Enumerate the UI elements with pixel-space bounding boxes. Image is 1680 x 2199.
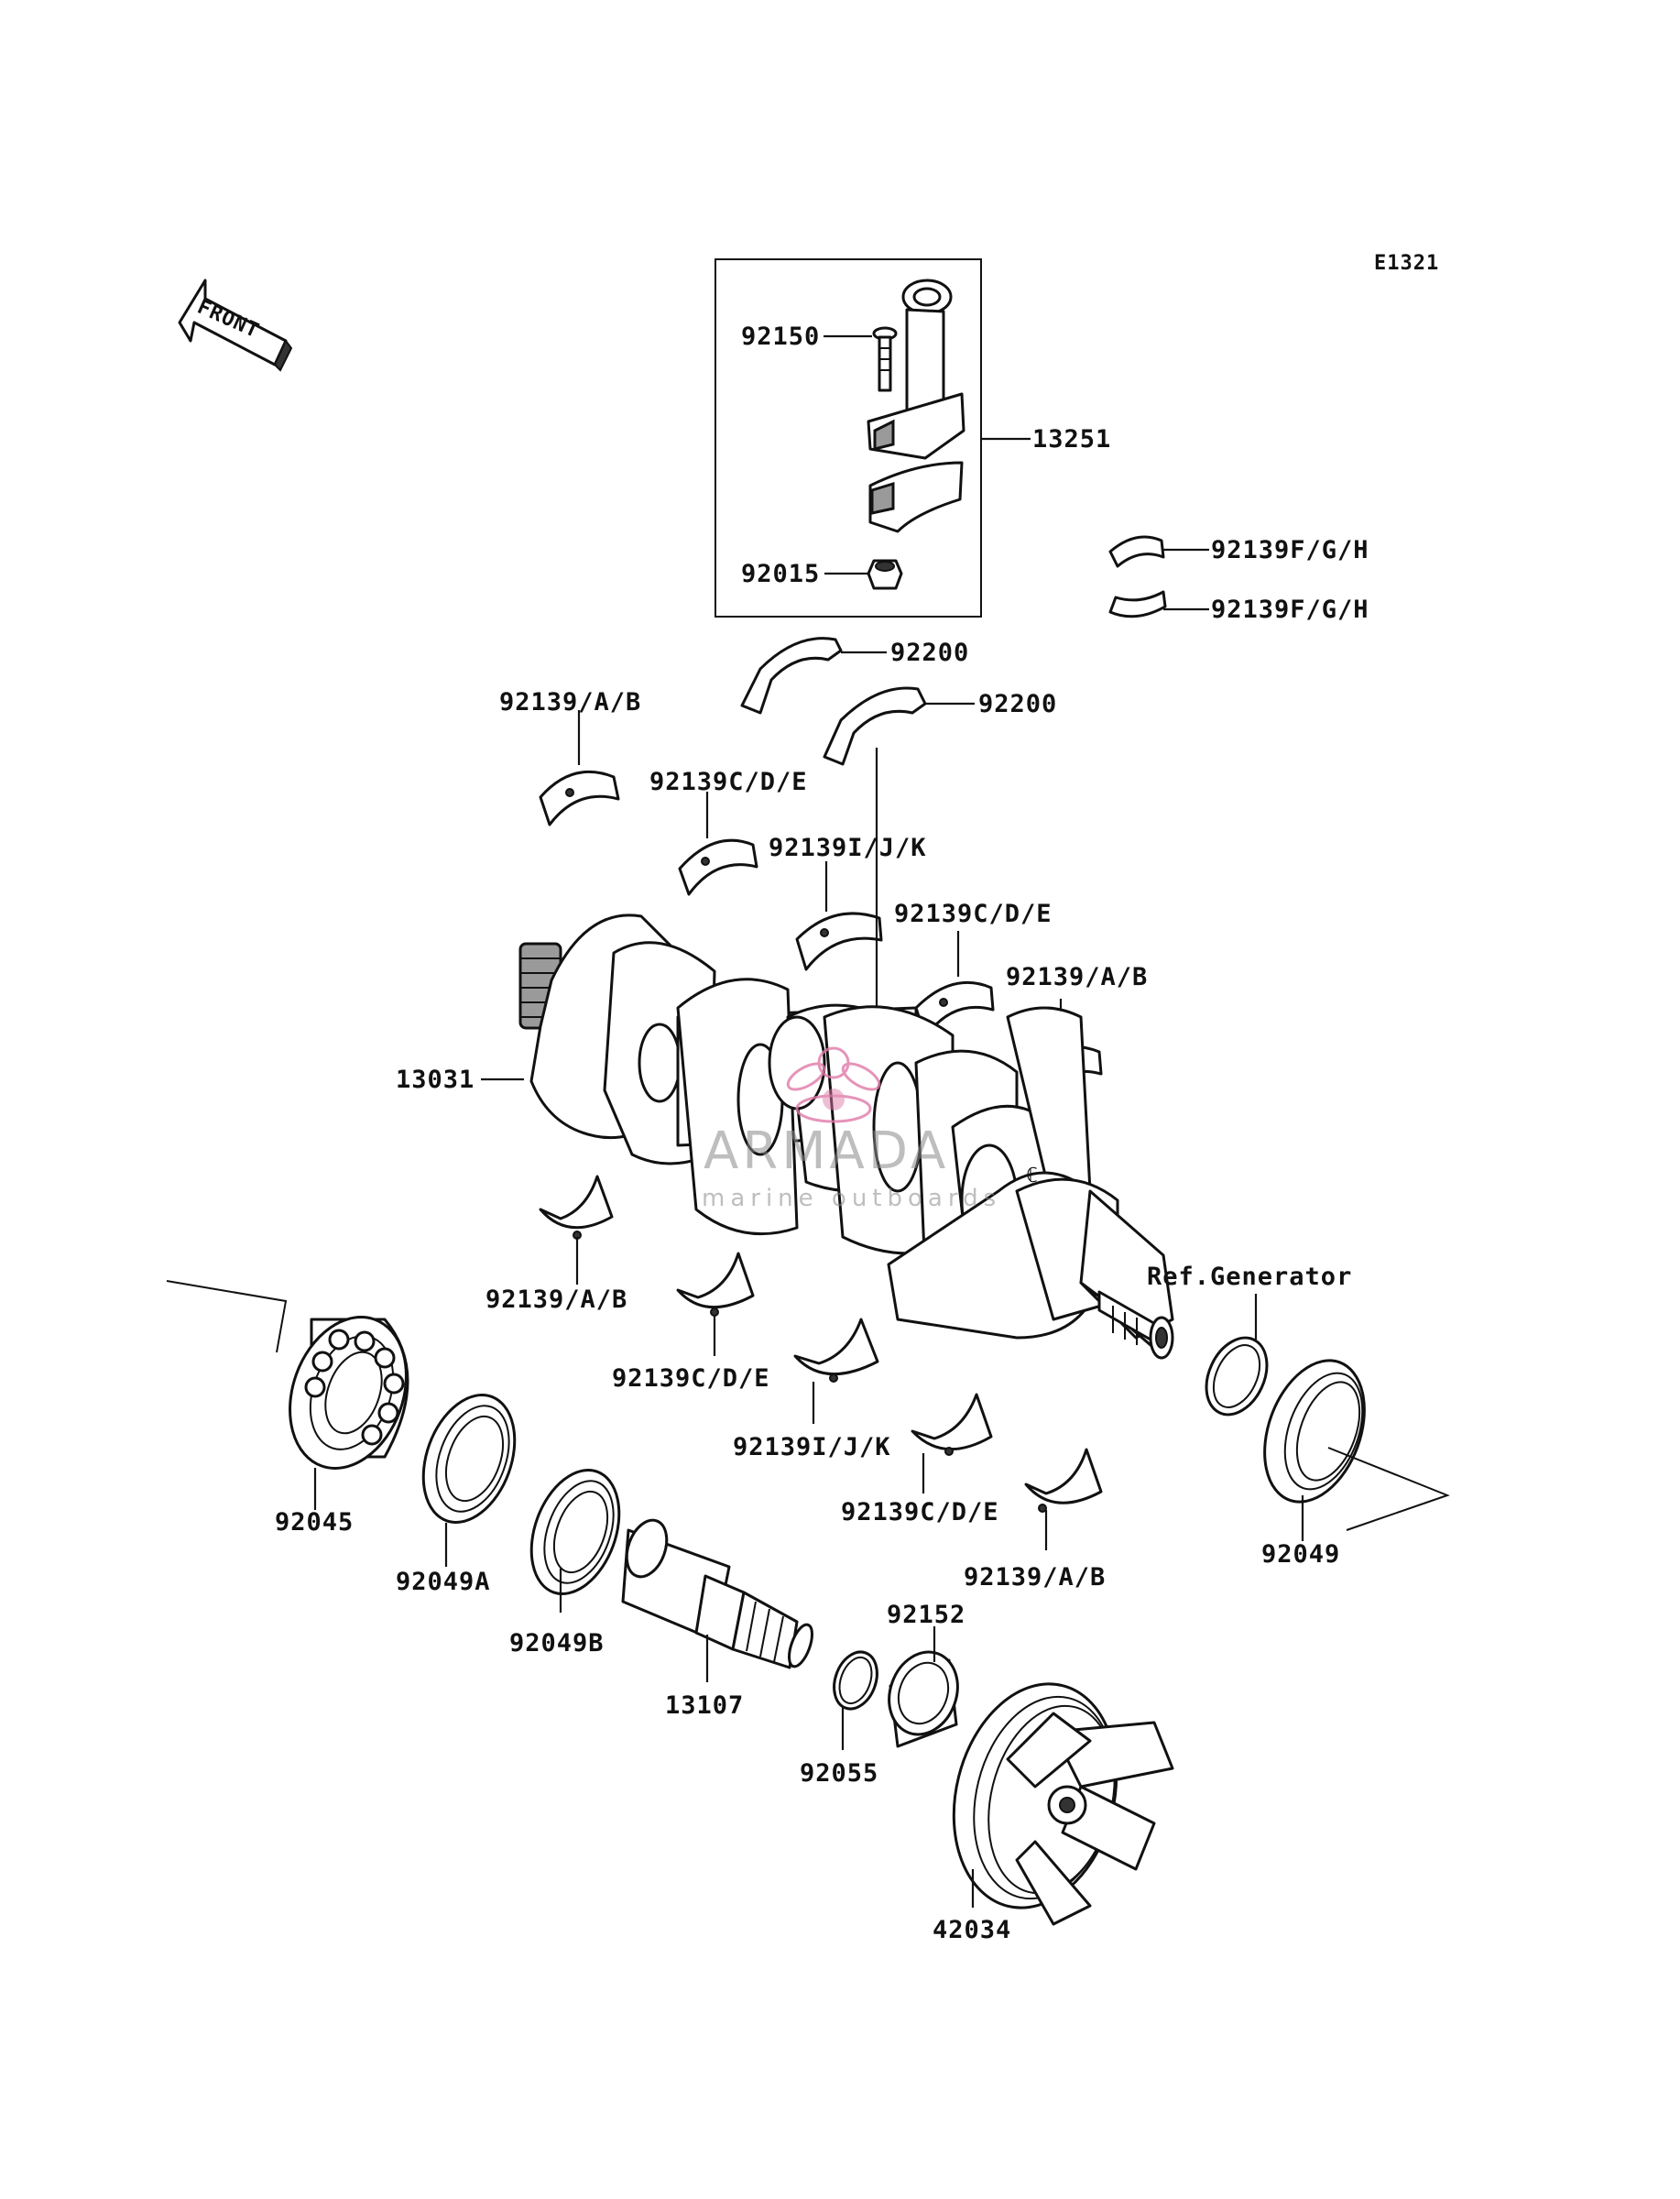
watermark: ARMADA marine outboards: [702, 1046, 1001, 1212]
label-92150: 92150: [741, 323, 820, 351]
label-92152: 92152: [887, 1601, 965, 1629]
oil-seal-b: [529, 1469, 621, 1595]
bearing-shell-cde-4: [911, 1393, 993, 1456]
oil-seal-a: [421, 1394, 517, 1524]
bearing-shell-ab-3: [539, 1175, 614, 1240]
label-92015: 92015: [741, 560, 820, 588]
ball-bearing: [289, 1316, 409, 1470]
label-13251: 13251: [1032, 425, 1111, 454]
label-92200-2: 92200: [978, 690, 1057, 718]
rod-bearing-lower: [1108, 590, 1167, 618]
rod-bearing-upper: [1108, 535, 1165, 568]
bearing-shell-ijk-1: [795, 912, 883, 971]
coupling-shaft: [621, 1518, 813, 1669]
ref-generator-label: Ref.Generator: [1147, 1263, 1352, 1291]
oil-seal-right: [1263, 1359, 1366, 1504]
rod-cap: [868, 461, 964, 533]
bearing-shell-cde-1: [678, 838, 758, 896]
watermark-brand: ARMADA: [704, 1121, 949, 1181]
oil-seal-right-pointer: [1327, 1447, 1450, 1531]
coupling-impeller: [952, 1682, 1174, 1926]
label-92200-1: 92200: [890, 639, 969, 667]
front-arrow-icon: FRONT: [178, 279, 293, 372]
rod-nut: [867, 559, 903, 590]
collar: [888, 1650, 959, 1748]
label-92139ijk-1: 92139I/J/K: [769, 834, 927, 862]
label-92049: 92049: [1261, 1540, 1340, 1569]
watermark-logo-icon: [786, 1046, 881, 1123]
label-92139cde-2: 92139C/D/E: [894, 900, 1053, 928]
label-13107: 13107: [665, 1691, 744, 1720]
watermark-tagline: marine outboards: [702, 1185, 1001, 1212]
label-92139fgh-1: 92139F/G/H: [1211, 536, 1369, 564]
ball-bearing-pointer: [166, 1280, 288, 1353]
label-92139ijk-2: 92139I/J/K: [733, 1433, 891, 1461]
label-92055: 92055: [800, 1759, 878, 1788]
connecting-rod: [867, 279, 965, 460]
label-42034: 42034: [933, 1916, 1011, 1944]
thrust-washer-lower: [823, 686, 927, 766]
bearing-shell-cde-3: [676, 1252, 755, 1317]
label-92045: 92045: [275, 1508, 354, 1537]
label-92139ab-3: 92139/A/B: [485, 1285, 627, 1314]
rod-bolt: [872, 326, 898, 392]
snap-ring: [1205, 1336, 1269, 1417]
label-92139ab-1: 92139/A/B: [499, 688, 641, 717]
bearing-shell-ijk-2: [793, 1318, 879, 1383]
crank-cl-mark: ℂ: [1026, 1165, 1039, 1187]
label-13031: 13031: [396, 1066, 475, 1094]
o-ring: [833, 1650, 878, 1711]
label-92139cde-4: 92139C/D/E: [841, 1498, 999, 1526]
bearing-shell-ab-4: [1024, 1448, 1103, 1513]
thrust-washer-upper: [740, 637, 843, 715]
label-92049b: 92049B: [509, 1629, 605, 1657]
label-92139cde-1: 92139C/D/E: [649, 768, 808, 796]
crankshaft: ℂ: [518, 914, 1174, 1360]
label-92139cde-3: 92139C/D/E: [612, 1364, 770, 1393]
diagram-code: E1321: [1374, 252, 1439, 275]
bearing-shell-ab-1: [539, 770, 620, 826]
label-92139ab-4: 92139/A/B: [964, 1563, 1106, 1592]
label-92049a: 92049A: [396, 1568, 491, 1596]
label-92139fgh-2: 92139F/G/H: [1211, 596, 1369, 624]
label-92139ab-2: 92139/A/B: [1006, 963, 1148, 991]
